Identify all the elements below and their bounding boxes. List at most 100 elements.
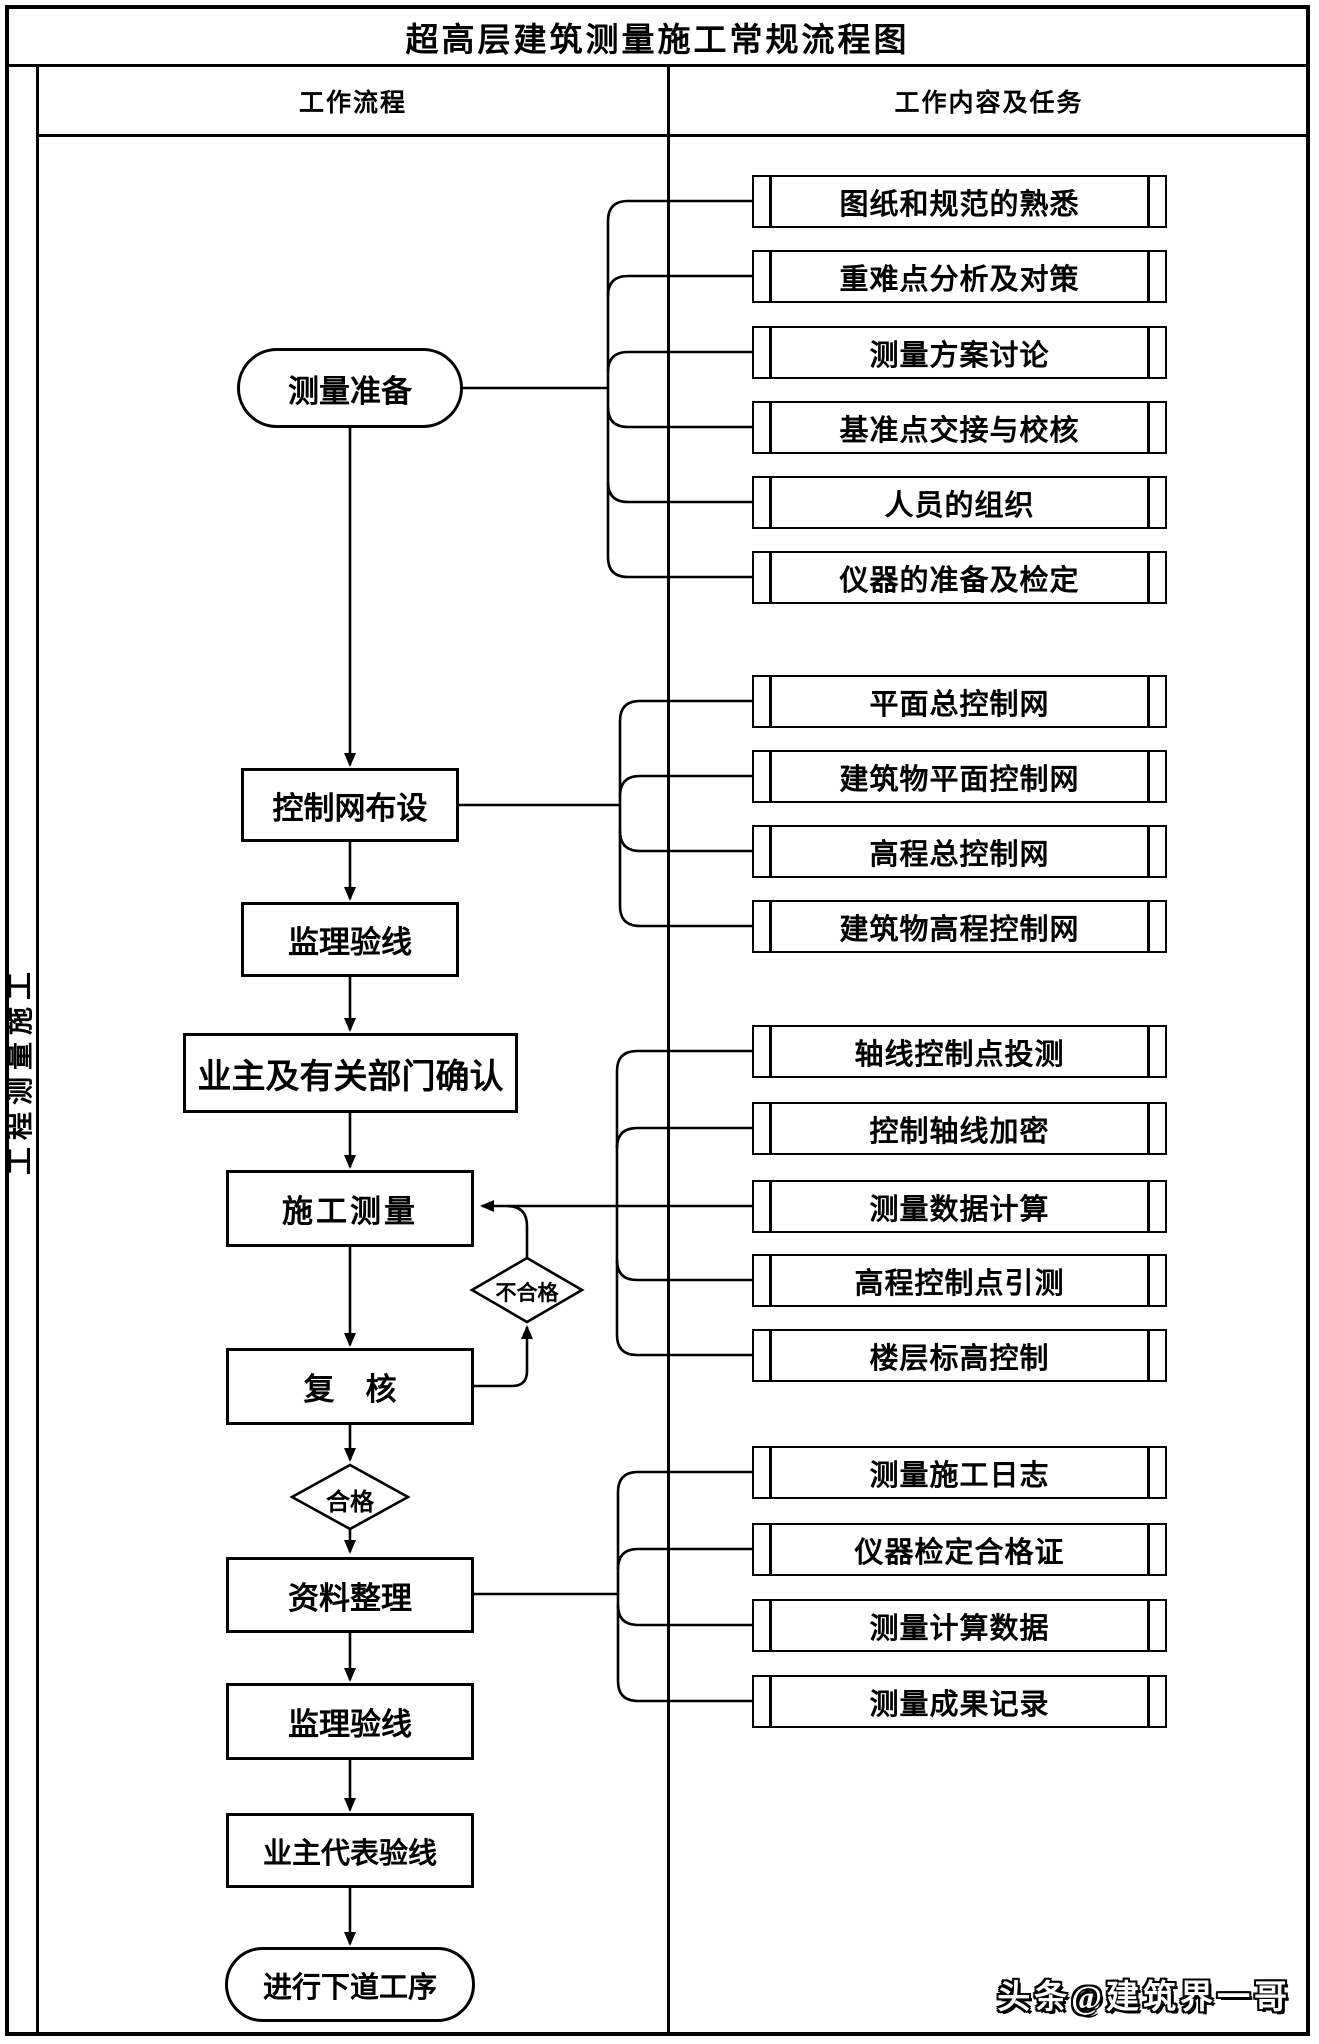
task-label: 测量方案讨论 bbox=[869, 339, 1050, 372]
node-label: 测量准备 bbox=[288, 373, 412, 409]
double-line-left bbox=[769, 1677, 772, 1726]
task-box-drawings-familiarity: 图纸和规范的熟悉 bbox=[752, 175, 1167, 228]
pass-decision-label: 合格 bbox=[326, 1490, 374, 1516]
page-title: 超高层建筑测量施工常规流程图 bbox=[405, 22, 910, 59]
task-label: 人员的组织 bbox=[884, 489, 1035, 522]
double-line-right bbox=[1147, 902, 1150, 951]
connector-group2-branch3 bbox=[618, 830, 752, 853]
node-label: 监理验线 bbox=[288, 925, 412, 960]
double-line-left bbox=[769, 1331, 772, 1380]
node-label: 控制网布设 bbox=[272, 790, 428, 826]
connector-review-to-fail bbox=[474, 1325, 533, 1388]
node-owner-departments-confirm: 业主及有关部门确认 bbox=[183, 1033, 518, 1113]
fail-decision-diamond bbox=[469, 1256, 585, 1324]
node-owner-representative-check: 业主代表验线 bbox=[226, 1813, 474, 1888]
double-line-left bbox=[769, 328, 772, 377]
task-label: 仪器的准备及检定 bbox=[839, 564, 1080, 597]
double-line-right bbox=[1147, 1256, 1150, 1305]
node-label: 施工测量 bbox=[282, 1194, 418, 1229]
double-line-right bbox=[1147, 1448, 1150, 1497]
double-line-right bbox=[1147, 1182, 1150, 1231]
double-line-left bbox=[769, 1525, 772, 1574]
double-line-left bbox=[769, 1448, 772, 1497]
connector-group1-branch5 bbox=[606, 481, 752, 504]
double-line-right bbox=[1147, 478, 1150, 527]
connector-group4-spine bbox=[616, 1470, 752, 1703]
double-line-left bbox=[769, 677, 772, 726]
double-line-right bbox=[1147, 177, 1150, 226]
task-box-elevation-overall-control-net: 高程总控制网 bbox=[752, 825, 1167, 878]
column-header-workflow: 工作流程 bbox=[298, 90, 407, 117]
node-survey-preparation: 测量准备 bbox=[237, 348, 463, 428]
double-line-left bbox=[769, 1601, 772, 1650]
node-construction-survey: 施工测量 bbox=[226, 1170, 474, 1247]
column-header-tasks: 工作内容及任务 bbox=[894, 90, 1084, 117]
task-box-elevation-control-point-transfer: 高程控制点引测 bbox=[752, 1254, 1167, 1307]
task-label: 建筑物高程控制网 bbox=[839, 913, 1080, 946]
task-box-instrument-certificates: 仪器检定合格证 bbox=[752, 1523, 1167, 1576]
connector-group1-branch2 bbox=[606, 274, 752, 297]
task-label: 高程控制点引测 bbox=[854, 1267, 1065, 1300]
double-line-right bbox=[1147, 1601, 1150, 1650]
double-line-right bbox=[1147, 1027, 1150, 1076]
connector-group3-spine bbox=[615, 1049, 752, 1357]
task-label: 重难点分析及对策 bbox=[839, 263, 1080, 296]
task-box-survey-plan-discussion: 测量方案讨论 bbox=[752, 326, 1167, 379]
task-label: 高程总控制网 bbox=[869, 838, 1050, 871]
node-label: 进行下道工序 bbox=[262, 1971, 437, 2004]
task-box-floor-elevation-control: 楼层标高控制 bbox=[752, 1329, 1167, 1382]
task-label: 仪器检定合格证 bbox=[854, 1536, 1065, 1569]
node-review: 复 核 bbox=[226, 1348, 474, 1425]
double-line-right bbox=[1147, 328, 1150, 377]
task-label: 测量成果记录 bbox=[869, 1688, 1050, 1721]
task-label: 建筑物平面控制网 bbox=[839, 763, 1080, 796]
double-line-left bbox=[769, 252, 772, 301]
double-line-right bbox=[1147, 1677, 1150, 1726]
task-box-building-elevation-control-net: 建筑物高程控制网 bbox=[752, 900, 1167, 953]
double-line-right bbox=[1147, 1331, 1150, 1380]
double-line-left bbox=[769, 1104, 772, 1153]
connector-group2-spine bbox=[618, 699, 752, 928]
task-box-survey-calculation-data: 测量计算数据 bbox=[752, 1599, 1167, 1652]
task-label: 平面总控制网 bbox=[869, 688, 1050, 721]
double-line-right bbox=[1147, 553, 1150, 602]
task-box-building-plane-control-net: 建筑物平面控制网 bbox=[752, 750, 1167, 803]
task-label: 图纸和规范的熟悉 bbox=[839, 188, 1080, 221]
task-label: 轴线控制点投测 bbox=[854, 1038, 1065, 1071]
double-line-left bbox=[769, 1182, 772, 1231]
connector-group3-branch2 bbox=[615, 1126, 752, 1149]
connector-group1-spine bbox=[606, 199, 752, 579]
double-line-left bbox=[769, 553, 772, 602]
double-line-left bbox=[769, 752, 772, 801]
connector-group4-branch2 bbox=[616, 1547, 752, 1570]
task-box-survey-result-records: 测量成果记录 bbox=[752, 1675, 1167, 1728]
double-line-right bbox=[1147, 252, 1150, 301]
node-next-process: 进行下道工序 bbox=[225, 1947, 475, 2022]
double-line-right bbox=[1147, 1104, 1150, 1153]
task-box-survey-construction-log: 测量施工日志 bbox=[752, 1446, 1167, 1499]
outer-border bbox=[5, 5, 1310, 2036]
double-line-left bbox=[769, 827, 772, 876]
double-line-right bbox=[1147, 403, 1150, 452]
connector-group4-branch3 bbox=[616, 1604, 752, 1627]
connector-group1-branch3 bbox=[606, 350, 752, 373]
task-box-axis-control-point-projection: 轴线控制点投测 bbox=[752, 1025, 1167, 1078]
node-label: 复 核 bbox=[303, 1372, 397, 1407]
node-label: 监理验线 bbox=[288, 1707, 412, 1742]
task-label: 控制轴线加密 bbox=[869, 1115, 1050, 1148]
title-separator-line bbox=[5, 64, 1310, 67]
task-label: 基准点交接与校核 bbox=[839, 414, 1080, 447]
task-box-survey-data-calculation: 测量数据计算 bbox=[752, 1180, 1167, 1233]
task-label: 测量计算数据 bbox=[869, 1612, 1050, 1645]
task-box-difficulty-analysis: 重难点分析及对策 bbox=[752, 250, 1167, 303]
double-line-left bbox=[769, 1027, 772, 1076]
node-label: 资料整理 bbox=[288, 1580, 412, 1616]
task-label: 楼层标高控制 bbox=[869, 1342, 1050, 1375]
task-box-benchmark-handover: 基准点交接与校核 bbox=[752, 401, 1167, 454]
double-line-left bbox=[769, 403, 772, 452]
watermark-text: 头条@建筑界一哥 bbox=[997, 1980, 1291, 2016]
header-separator-line bbox=[38, 134, 1310, 137]
task-box-personnel-organization: 人员的组织 bbox=[752, 476, 1167, 529]
